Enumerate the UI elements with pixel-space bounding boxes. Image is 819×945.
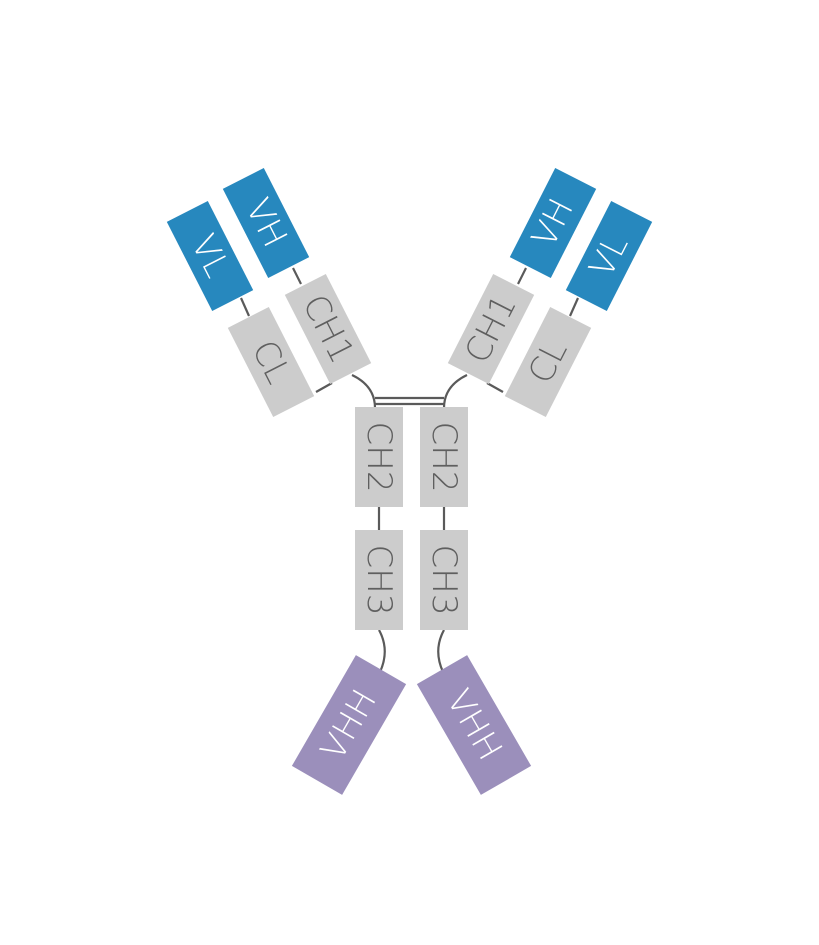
- label-ch3-right: CH3: [424, 545, 464, 616]
- label-ch3-left: CH3: [359, 545, 399, 616]
- domain-vhh-left: VHH: [291, 655, 407, 795]
- domain-ch3-right: CH3: [420, 530, 468, 630]
- fab-arm-right: VL VH CL CH1: [447, 168, 653, 417]
- hinge-right: [442, 374, 468, 409]
- vhh-domains: VHH VHH: [291, 655, 532, 795]
- linker-vl-cl-left: [239, 297, 251, 317]
- linker-cl-tail-left: [315, 382, 333, 393]
- fc-region: CH2 CH2 CH3 CH3: [355, 407, 468, 630]
- linker-cl-tail-right: [486, 382, 504, 393]
- fab-arm-left: VL VH CL CH1: [166, 168, 372, 417]
- linker-ch3-vhh-left: [378, 629, 386, 673]
- linker-vl-cl-right: [568, 297, 580, 317]
- linkers: [239, 267, 580, 673]
- domain-cl-right: CL: [504, 307, 592, 417]
- label-ch2-right: CH2: [424, 422, 464, 493]
- linker-vh-ch1-left: [292, 267, 302, 285]
- domain-ch2-right: CH2: [420, 407, 468, 507]
- linker-ch3-vhh-right: [437, 629, 445, 673]
- domain-ch2-left: CH2: [355, 407, 403, 507]
- hinge-left: [351, 374, 377, 409]
- label-ch2-left: CH2: [359, 422, 399, 493]
- domain-vhh-right: VHH: [416, 655, 532, 795]
- domain-ch3-left: CH3: [355, 530, 403, 630]
- linker-vh-ch1-right: [517, 267, 527, 285]
